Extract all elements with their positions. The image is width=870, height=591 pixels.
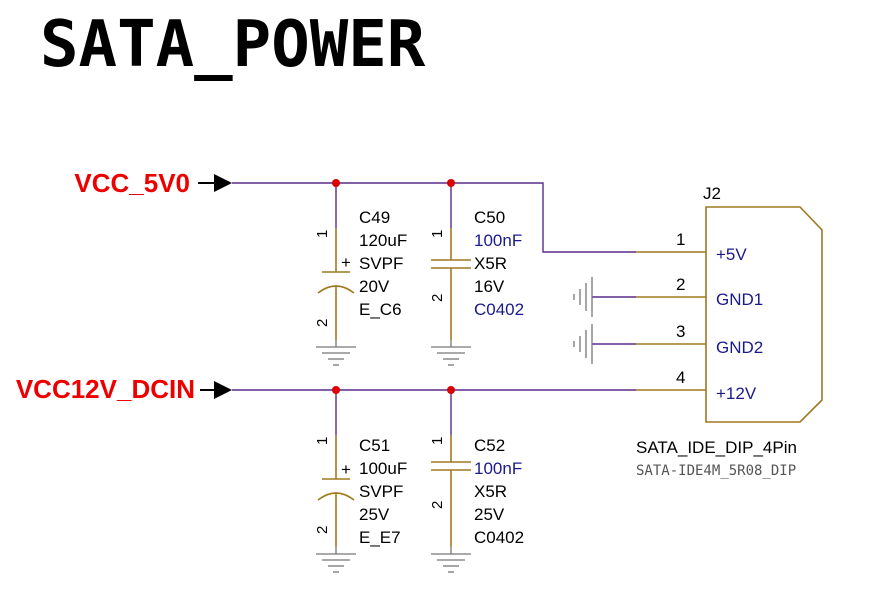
- c49-ref: C49: [359, 208, 390, 227]
- capacitor-c52: 1 2 C52 100nF X5R 25V C0402: [429, 435, 524, 547]
- ground-c52-icon: [431, 547, 471, 573]
- c52-footprint: C0402: [474, 528, 524, 547]
- c49-pin1: 1: [314, 230, 331, 238]
- ground-c51-icon: [316, 547, 356, 573]
- c49-type: SVPF: [359, 254, 403, 273]
- j2-pin-num: 1: [676, 230, 685, 249]
- c52-type: X5R: [474, 482, 507, 501]
- c52-voltage: 25V: [474, 505, 505, 524]
- c51-voltage: 25V: [359, 505, 390, 524]
- ground-gnd1-icon: [573, 277, 593, 317]
- j2-pin-num: 4: [676, 368, 685, 387]
- j2-pin-num: 2: [676, 275, 685, 294]
- c51-plus: +: [341, 460, 351, 479]
- c52-pin2: 2: [429, 501, 446, 509]
- j2-pin-num: 3: [676, 322, 685, 341]
- wires: [232, 182, 636, 435]
- c50-pin1: 1: [429, 230, 446, 238]
- c49-value: 120uF: [359, 231, 407, 250]
- capacitor-c49: + 1 2 C49 120uF SVPF 20V E_C6: [314, 208, 407, 340]
- junction-dots: [332, 179, 455, 394]
- c49-plus: +: [341, 253, 351, 272]
- c52-value: 100nF: [474, 459, 522, 478]
- c51-pin1: 1: [314, 437, 331, 445]
- net-arrow-vcc12-icon: [200, 381, 232, 399]
- j2-pin-name: GND2: [716, 338, 763, 357]
- page-title: SATA_POWER: [40, 8, 426, 82]
- c52-pin1: 1: [429, 437, 446, 445]
- j2-pin-name: +12V: [716, 384, 757, 403]
- c49-footprint: E_C6: [359, 300, 402, 319]
- j2-footprint: SATA-IDE4M_5R08_DIP: [636, 463, 796, 479]
- net-label-vcc5: VCC_5V0: [74, 168, 190, 198]
- c52-ref: C52: [474, 436, 505, 455]
- capacitor-c51: + 1 2 C51 100uF SVPF 25V E_E7: [314, 435, 407, 547]
- c50-ref: C50: [474, 208, 505, 227]
- capacitor-c50: 1 2 C50 100nF X5R 16V C0402: [429, 208, 524, 340]
- c51-ref: C51: [359, 436, 390, 455]
- c50-footprint: C0402: [474, 300, 524, 319]
- c51-value: 100uF: [359, 459, 407, 478]
- ground-c50-icon: [431, 340, 471, 366]
- c50-type: X5R: [474, 254, 507, 273]
- ground-c49-icon: [316, 340, 356, 366]
- j2-pin-name: GND1: [716, 290, 763, 309]
- j2-part-name: SATA_IDE_DIP_4Pin: [636, 438, 797, 457]
- j2-ref: J2: [703, 184, 721, 203]
- c50-value: 100nF: [474, 231, 522, 250]
- c50-voltage: 16V: [474, 277, 505, 296]
- c49-voltage: 20V: [359, 277, 390, 296]
- j2-pin-name: +5V: [716, 245, 747, 264]
- c51-type: SVPF: [359, 482, 403, 501]
- c51-pin2: 2: [314, 526, 331, 534]
- net-label-vcc12: VCC12V_DCIN: [16, 374, 195, 404]
- ground-gnd2-icon: [573, 324, 593, 364]
- c49-pin2: 2: [314, 319, 331, 327]
- connector-j2: J2 1 2 3 4 +5V GND1 GND2 +12V SATA_IDE_D…: [636, 184, 823, 479]
- c50-pin2: 2: [429, 294, 446, 302]
- net-arrow-vcc5-icon: [198, 174, 232, 192]
- c51-footprint: E_E7: [359, 528, 401, 547]
